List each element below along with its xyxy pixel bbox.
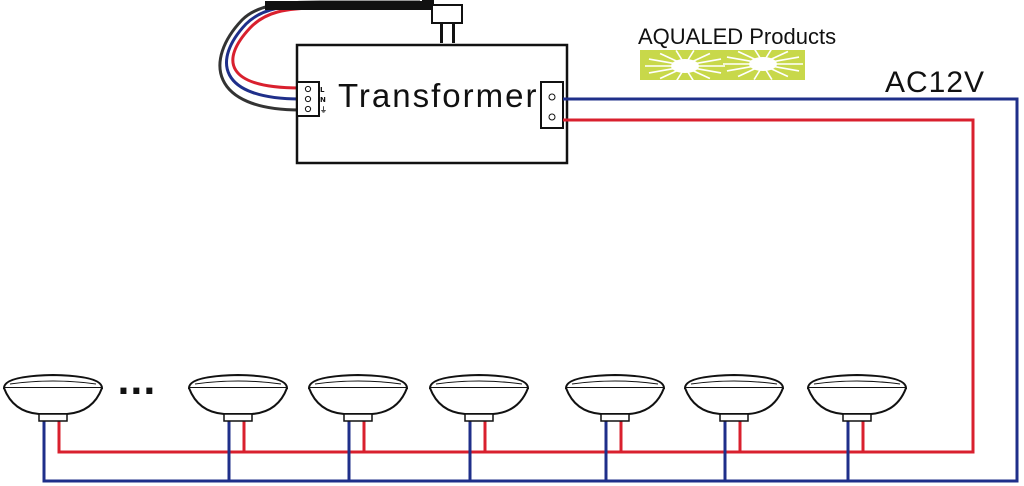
terminal-label-l: L <box>320 86 325 94</box>
voltage-label: AC12V <box>885 66 985 99</box>
plug-icon <box>422 0 463 43</box>
more-lamps-indicator: ... <box>117 363 156 403</box>
transformer-box <box>295 43 569 165</box>
input-terminal-block: L N ⏚ <box>296 81 327 117</box>
lamp-icon <box>806 373 908 481</box>
power-cord <box>218 0 425 112</box>
lamp-icon <box>2 373 104 481</box>
lamp-icon <box>187 373 289 481</box>
lamp-row <box>2 373 908 481</box>
terminal-label-n: N <box>320 96 326 104</box>
lamp-icon <box>428 373 530 481</box>
terminal-label-ground: ⏚ <box>320 106 327 114</box>
lamp-icon <box>683 373 785 481</box>
lamp-icon <box>307 373 409 481</box>
output-terminal-block <box>540 81 564 129</box>
brand-logo: AQUALED Products <box>638 24 836 83</box>
lamp-icon <box>564 373 666 481</box>
transformer-label: Transformer <box>338 77 538 114</box>
brand-name: AQUALED Products <box>638 24 836 49</box>
